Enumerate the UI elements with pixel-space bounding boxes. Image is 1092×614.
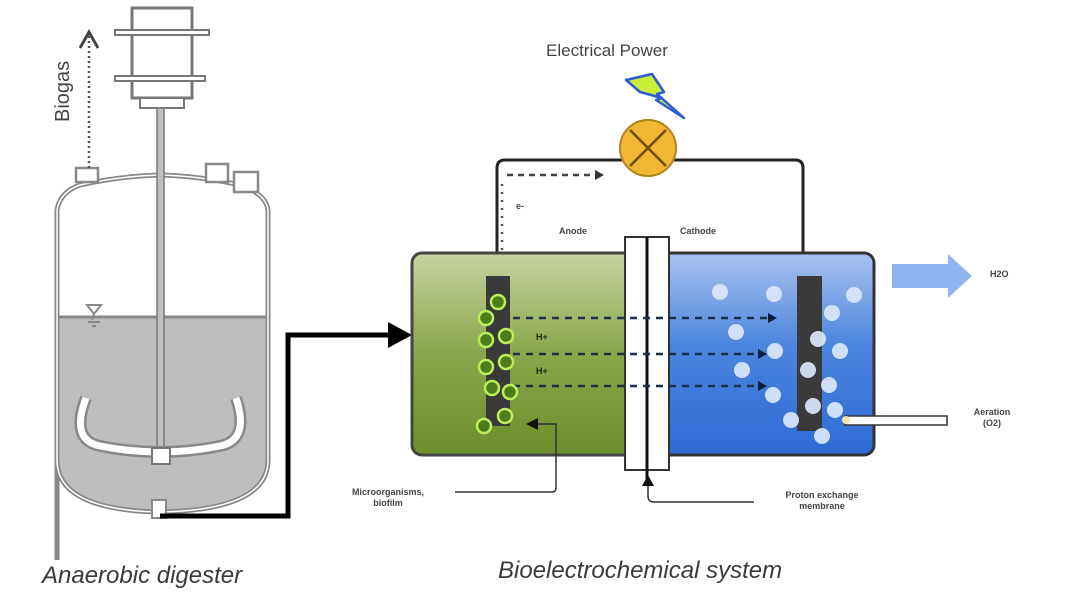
aeration-outlet <box>842 416 850 424</box>
proton-arrowhead-1 <box>768 313 777 323</box>
membrane-pointer-arrowhead <box>642 475 654 486</box>
water-outlet-arrow <box>892 254 972 298</box>
nozzle-biogas <box>74 166 100 184</box>
microorganism-cell <box>477 309 495 327</box>
nozzle-right-1 <box>204 162 230 184</box>
water-label: H2O <box>990 269 1009 279</box>
liquid-level-icon <box>84 304 104 327</box>
agitator-shaft <box>156 107 165 459</box>
bes-caption: Bioelectrochemical system <box>498 557 783 584</box>
oxygen-bubble <box>810 331 826 347</box>
microorganism-cell <box>497 327 515 345</box>
aeration-label: Aeration (O2) <box>952 407 1032 429</box>
effluent-flow-arrow <box>160 332 395 519</box>
oxygen-bubble <box>824 305 840 321</box>
microorganism-cells <box>475 293 519 435</box>
oxygen-bubble <box>767 343 783 359</box>
proton-label-2: H+ <box>536 366 548 376</box>
biogas-arrowhead <box>78 28 100 49</box>
microorganism-cell <box>497 353 515 371</box>
microorganism-cell <box>483 379 501 397</box>
oxygen-bubbles <box>712 284 862 444</box>
anode-label: Anode <box>559 226 587 236</box>
membrane-label: Proton exchange membrane <box>762 490 882 512</box>
microorganism-cell <box>477 331 495 349</box>
microorganisms-label: Microorganisms, biofilm <box>318 487 458 509</box>
electron-flow-arrowhead <box>595 170 604 180</box>
electrical-power-label: Electrical Power <box>546 41 668 60</box>
oxygen-bubble <box>800 362 816 378</box>
oxygen-bubble <box>712 284 728 300</box>
lightning-bolt-icon <box>624 72 686 120</box>
oxygen-bubble <box>728 324 744 340</box>
impeller-hub <box>151 447 171 465</box>
anode-chamber <box>410 251 636 457</box>
proton-flow-arrows <box>513 316 770 388</box>
aeration-tube <box>844 415 948 426</box>
microorganisms-label-line2: biofilm <box>373 498 403 508</box>
microorganism-cell <box>496 407 514 425</box>
motor-coupling <box>139 97 185 109</box>
biofilm-pointer-arrowhead <box>526 418 538 430</box>
motor-flange-bottom <box>114 75 206 82</box>
digester-caption: Anaerobic digester <box>42 562 243 589</box>
electron-label: e- <box>516 201 525 211</box>
oxygen-bubble <box>766 286 782 302</box>
microorganism-cell <box>475 417 493 435</box>
bioelectrochemical-system <box>410 72 972 503</box>
oxygen-bubble <box>783 412 799 428</box>
membrane-label-line1: Proton exchange <box>785 490 859 500</box>
biogas-label: Biogas <box>52 60 74 122</box>
effluent-arrowhead <box>388 322 412 348</box>
membrane-pointer-line <box>647 484 754 503</box>
aeration-label-line2: (O2) <box>983 418 1001 428</box>
oxygen-bubble <box>814 428 830 444</box>
biofilm-pointer-line <box>455 423 557 493</box>
oxygen-bubble <box>821 377 837 393</box>
microorganism-cell <box>501 383 519 401</box>
motor-flange-top <box>114 29 210 36</box>
aeration-label-line1: Aeration <box>973 407 1011 417</box>
oxygen-bubble <box>765 387 781 403</box>
oxygen-bubble <box>827 402 843 418</box>
proton-label-1: H+ <box>536 332 548 342</box>
microorganisms-label-line1: Microorganisms, <box>351 487 425 497</box>
cathode-label: Cathode <box>680 226 716 236</box>
proton-arrowhead-3 <box>758 381 767 391</box>
membrane-label-line2: membrane <box>799 501 845 511</box>
anaerobic-digester <box>54 6 271 560</box>
microorganism-cell <box>477 358 495 376</box>
proton-arrowhead-2 <box>758 349 767 359</box>
oxygen-bubble <box>805 398 821 414</box>
oxygen-bubble <box>832 343 848 359</box>
microorganism-cell <box>489 293 507 311</box>
oxygen-bubble <box>734 362 750 378</box>
oxygen-bubble <box>846 287 862 303</box>
motor-housing <box>130 6 194 100</box>
nozzle-right-2 <box>232 170 260 194</box>
lamp-cross-2 <box>629 129 667 167</box>
